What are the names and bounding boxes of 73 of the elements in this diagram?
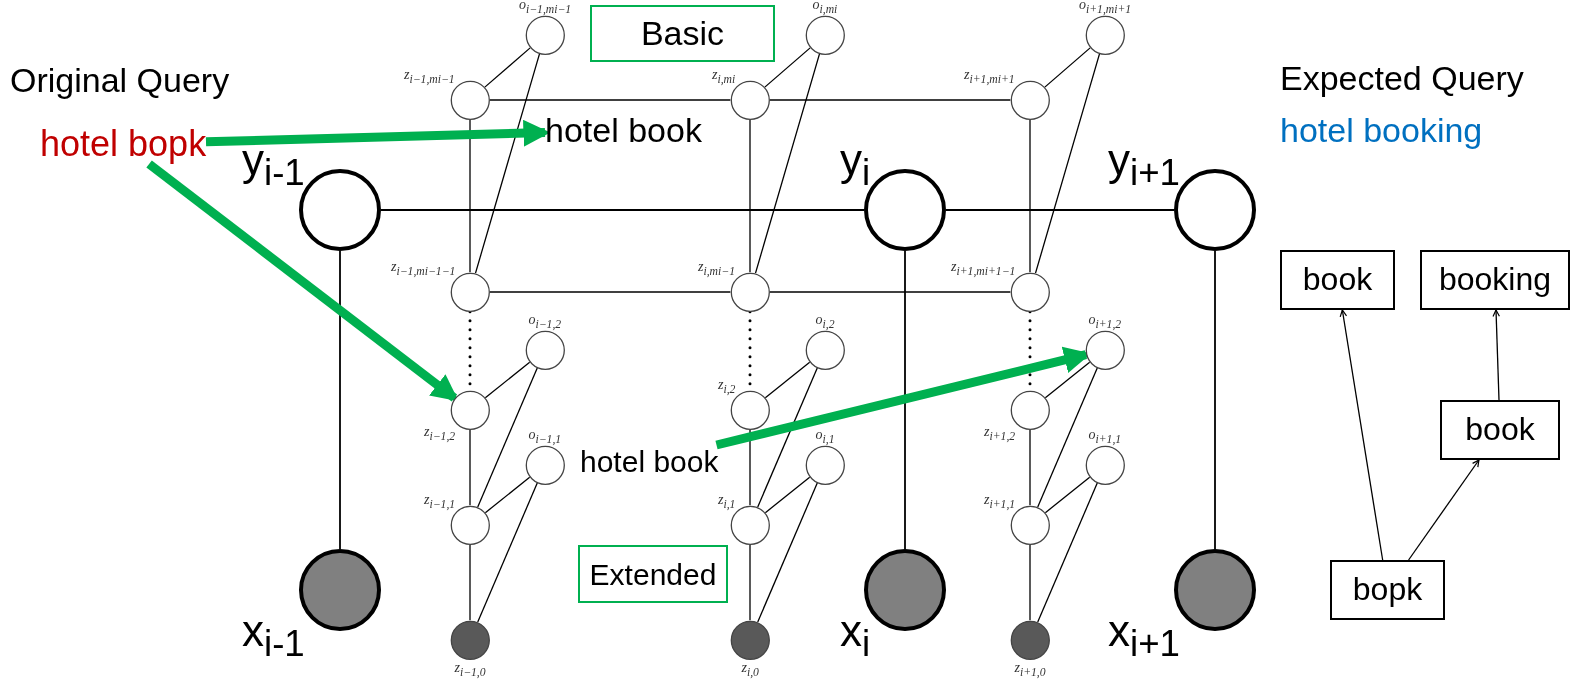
variable-label: z$_{i−1,1}$	[424, 493, 456, 511]
connector-line	[489, 291, 731, 293]
connector-line	[757, 367, 818, 508]
connector-line	[1029, 119, 1031, 273]
variable-label: y$_{i+1}$	[1108, 138, 1180, 192]
connector-line	[469, 119, 471, 273]
connector-line	[1044, 47, 1091, 88]
connector-line	[749, 429, 751, 506]
connector-line	[749, 544, 751, 621]
query-text: hotel book	[545, 112, 702, 150]
connector-line	[757, 482, 818, 623]
connector-line	[484, 47, 531, 88]
connector-line	[474, 53, 541, 274]
variable-label: o$_{i−1,2}$	[528, 313, 562, 331]
connector-line	[764, 476, 811, 514]
query-heading: Expected Query	[1280, 60, 1524, 98]
variable-label: o$_{i+1,2}$	[1088, 313, 1122, 331]
variable-label: z$_{i,2}$	[718, 378, 736, 396]
thick-arrow	[146, 160, 459, 402]
variable-label: z$_{i+1,0}$	[1014, 661, 1046, 679]
variable-label: y$_{i}$	[840, 138, 871, 192]
connector-line	[1029, 429, 1031, 506]
variable-label: x$_{i-1}$	[242, 609, 305, 663]
connector-line	[1044, 361, 1091, 399]
connector-line	[489, 99, 731, 101]
variable-label: z$_{i,0}$	[741, 661, 759, 679]
connector-line	[1034, 53, 1101, 274]
variable-label: o$_{i,2}$	[815, 313, 835, 331]
variable-label: z$_{i−1,0}$	[454, 661, 486, 679]
variable-label: z$_{i+1,2}$	[984, 425, 1016, 443]
query-text: hotel book	[580, 445, 719, 478]
arrow	[1339, 309, 1384, 561]
query-text: hotel booking	[1280, 112, 1483, 150]
variable-label: o$_{i−1,1}$	[528, 428, 562, 446]
connector-line	[1037, 482, 1098, 623]
connector-line	[469, 544, 471, 621]
arrow	[1407, 459, 1480, 561]
variable-label: z$_{i+1,1}$	[984, 493, 1016, 511]
variable-label: x$_{i+1}$	[1108, 609, 1180, 663]
connector-line	[769, 291, 1011, 293]
query-text: hotel bopk	[40, 124, 207, 164]
connector-line	[339, 250, 341, 550]
connector-line	[769, 99, 1011, 101]
word-box: bopk	[1330, 560, 1445, 620]
query-heading: Original Query	[10, 62, 230, 100]
variable-label: z$_{i,1}$	[718, 493, 736, 511]
variable-label: o$_{i,1}$	[815, 428, 835, 446]
connector-line	[764, 361, 811, 399]
connector-line	[484, 476, 531, 514]
variable-label: y$_{i-1}$	[242, 138, 305, 192]
highlight-box: Extended	[578, 545, 728, 603]
connector-line	[1214, 250, 1216, 550]
connector-line	[1044, 476, 1091, 514]
highlight-box: Basic	[590, 5, 775, 62]
connector-line	[469, 429, 471, 506]
connector-line	[1029, 544, 1031, 621]
connector-line	[945, 209, 1175, 211]
connector-line	[904, 250, 906, 550]
variable-label: o$_{i+1,1}$	[1088, 428, 1122, 446]
connector-line	[1037, 367, 1098, 508]
connector-line	[477, 367, 538, 508]
arrow	[1492, 309, 1500, 401]
variable-label: x$_{i}$	[840, 609, 871, 663]
connector-line	[484, 361, 531, 399]
connector-line	[380, 209, 865, 211]
connector-line	[477, 482, 538, 623]
connector-line	[754, 53, 821, 274]
word-box: booking	[1420, 250, 1570, 310]
connector-line	[764, 47, 811, 88]
connector-line	[749, 119, 751, 273]
word-box: book	[1440, 400, 1560, 460]
word-box: book	[1280, 250, 1395, 310]
variable-label: z$_{i−1,2}$	[424, 425, 456, 443]
